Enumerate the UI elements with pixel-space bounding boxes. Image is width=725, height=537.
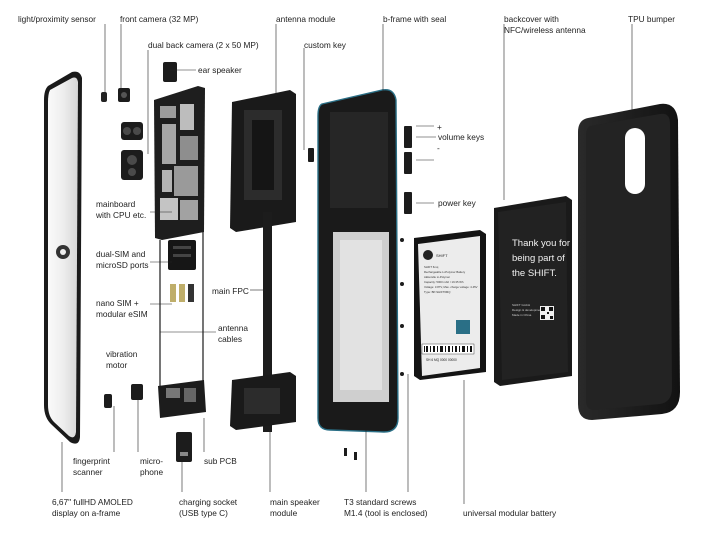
- backcover-small-line: Made in China: [512, 313, 532, 317]
- label-dual-back-camera: dual back camera (2 x 50 MP): [148, 40, 259, 50]
- display-a-frame: [44, 71, 82, 444]
- label-power-key: power key: [438, 198, 476, 208]
- fingerprint-scanner-part: [104, 394, 112, 408]
- b-frame-part: [317, 89, 399, 433]
- label-volume-keys: volume keys: [438, 132, 485, 142]
- sub-pcb-part: [158, 380, 206, 418]
- barcode-icon: [424, 346, 472, 352]
- backcover-small-line: Design & development: [512, 308, 542, 312]
- backcover-message: Thank you for being part of the SHIFT.: [512, 238, 570, 279]
- camera-cutout: [625, 128, 645, 194]
- battery-spec-line: Akkuzelle Li-Polymer: [424, 275, 450, 279]
- tpu-bumper-part: [578, 103, 680, 421]
- battery-brand: SHIFT: [436, 253, 448, 258]
- label-sub-pcb: sub PCB: [204, 456, 237, 466]
- volume-keys-part: [404, 126, 412, 174]
- qr-code-icon: [540, 306, 554, 320]
- battery-spec-line: Rechargeable Li-Polymer Battery: [424, 270, 466, 274]
- backcover-message-line: Thank you for: [512, 238, 570, 249]
- front-camera-part: [118, 88, 130, 102]
- label-light-sensor: light/proximity sensor: [18, 14, 96, 24]
- battery-serial: SH 6 MQ 0000 00000: [426, 358, 457, 362]
- vibration-motor-part: [131, 384, 143, 400]
- label-microphone: micro-phone: [140, 456, 164, 477]
- light-sensor-part: [101, 92, 107, 102]
- main-fpc-part: [263, 212, 272, 432]
- backcover-part: Thank you for being part of the SHIFT. SHI…: [494, 196, 572, 386]
- leader-lines: [61, 24, 633, 504]
- battery-spec-line: Type: BP-SHIFT6MQ: [424, 290, 451, 294]
- label-charging-socket: charging socket(USB type C): [179, 497, 238, 518]
- label-volume-minus: -: [437, 143, 440, 153]
- label-front-camera: front camera (32 MP): [120, 14, 199, 24]
- label-b-frame: b-frame with seal: [383, 14, 447, 24]
- screws-part: [344, 448, 357, 460]
- backcover-small-line: SHIFT GmbH: [512, 303, 530, 307]
- battery-spec-line: SHIFT 6mq: [424, 265, 439, 269]
- battery-spec-line: Voltage: 3.87V, Max. charge voltage: 4.4…: [424, 285, 478, 289]
- antenna-module-part: [230, 90, 296, 232]
- label-tpu-bumper: TPU bumper: [628, 14, 676, 24]
- label-antenna-module: antenna module: [276, 14, 336, 24]
- battery-screws: [400, 238, 404, 376]
- backcover-message-line: being part of: [512, 253, 565, 264]
- battery-logo-icon: [423, 250, 433, 260]
- label-battery: universal modular battery: [463, 508, 557, 518]
- ear-speaker-part: [163, 62, 177, 82]
- label-volume-plus: +: [437, 122, 442, 132]
- label-main-fpc: main FPC: [212, 286, 249, 296]
- label-ear-speaker: ear speaker: [198, 65, 242, 75]
- main-speaker-part: [230, 372, 296, 430]
- antenna-cables-part: [159, 232, 204, 386]
- charging-socket-part: [176, 432, 192, 462]
- battery-spec-line: Capacity: 5000 mAh / 19.35 Wh: [424, 280, 464, 284]
- dual-back-camera-part: [121, 122, 143, 180]
- custom-key-part: [308, 148, 314, 162]
- label-custom-key: custom key: [304, 40, 346, 50]
- backcover-message-line: the SHIFT.: [512, 268, 557, 279]
- label-nano-sim: nano SIM +modular eSIM: [96, 298, 148, 319]
- nano-sim-part: [170, 284, 194, 302]
- dual-sim-part: [168, 240, 196, 270]
- power-key-part: [404, 192, 412, 214]
- mainboard-part: [154, 86, 205, 240]
